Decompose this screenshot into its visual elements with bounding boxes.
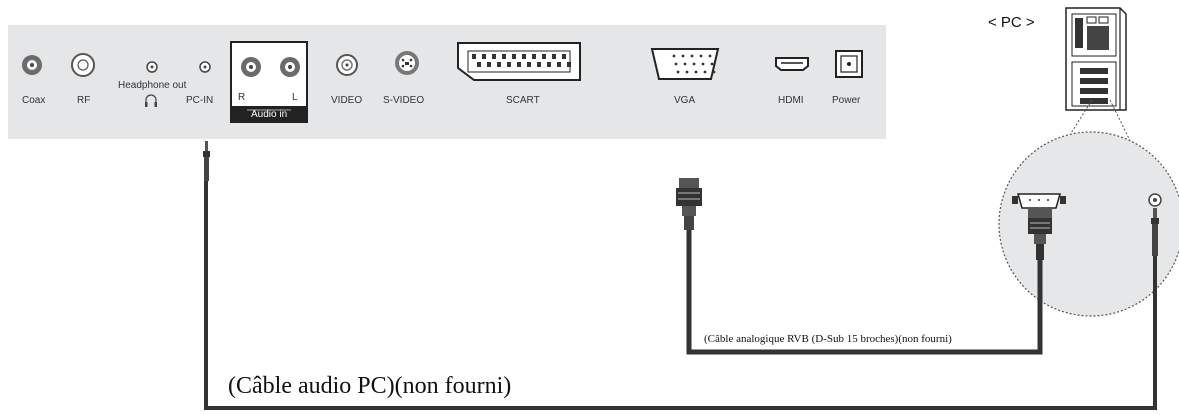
rf-port-icon <box>71 53 95 77</box>
svideo-label: S-VIDEO <box>383 95 425 106</box>
pc-audio-port-icon <box>1148 193 1162 207</box>
pc-label: < PC > <box>988 14 1035 31</box>
headphone-symbol-icon <box>145 94 157 107</box>
svideo-port-icon <box>395 51 419 75</box>
vga-port-icon <box>650 48 720 80</box>
tv-audio-plug-icon <box>203 141 210 181</box>
vga-cable-caption: (Câble analogique RVB (D-Sub 15 broches)… <box>704 333 952 345</box>
audio-in-label: Audio in <box>251 109 288 120</box>
power-port-icon <box>835 50 863 78</box>
vga-cable <box>686 230 1043 355</box>
pc-vga-connector-icon <box>1028 208 1052 260</box>
audio-cable <box>204 181 1157 410</box>
tv-back-panel <box>8 25 886 139</box>
vga-label: VGA <box>674 95 696 106</box>
tv-vga-plug-icon <box>676 178 702 230</box>
hdmi-label: HDMI <box>778 95 804 106</box>
power-label: Power <box>832 95 861 106</box>
pc-in-jack-icon <box>199 61 211 73</box>
video-label: VIDEO <box>331 95 363 106</box>
audio-cable-caption: (Câble audio PC)(non fourni) <box>228 373 512 399</box>
audio-l-port-icon <box>280 57 300 77</box>
rf-label: RF <box>77 95 91 106</box>
scart-label: SCART <box>506 95 540 106</box>
video-port-icon <box>336 54 358 76</box>
headphone-label: Headphone out <box>118 80 187 91</box>
hdmi-port-icon <box>775 57 809 71</box>
coax-label: Coax <box>22 95 46 106</box>
scart-port-icon <box>457 42 581 81</box>
headphone-jack-icon <box>146 61 158 73</box>
audio-r-label: R <box>238 92 246 103</box>
pc-zoom-circle <box>998 131 1179 317</box>
audio-l-label: L <box>292 92 298 103</box>
audio-r-port-icon <box>241 57 261 77</box>
pc-tower-icon <box>1065 7 1127 111</box>
pc-vga-port-icon <box>1012 193 1066 209</box>
pc-audio-plug-icon <box>1151 208 1159 256</box>
pc-in-label: PC-IN <box>186 95 214 106</box>
coax-port-icon <box>22 55 42 75</box>
